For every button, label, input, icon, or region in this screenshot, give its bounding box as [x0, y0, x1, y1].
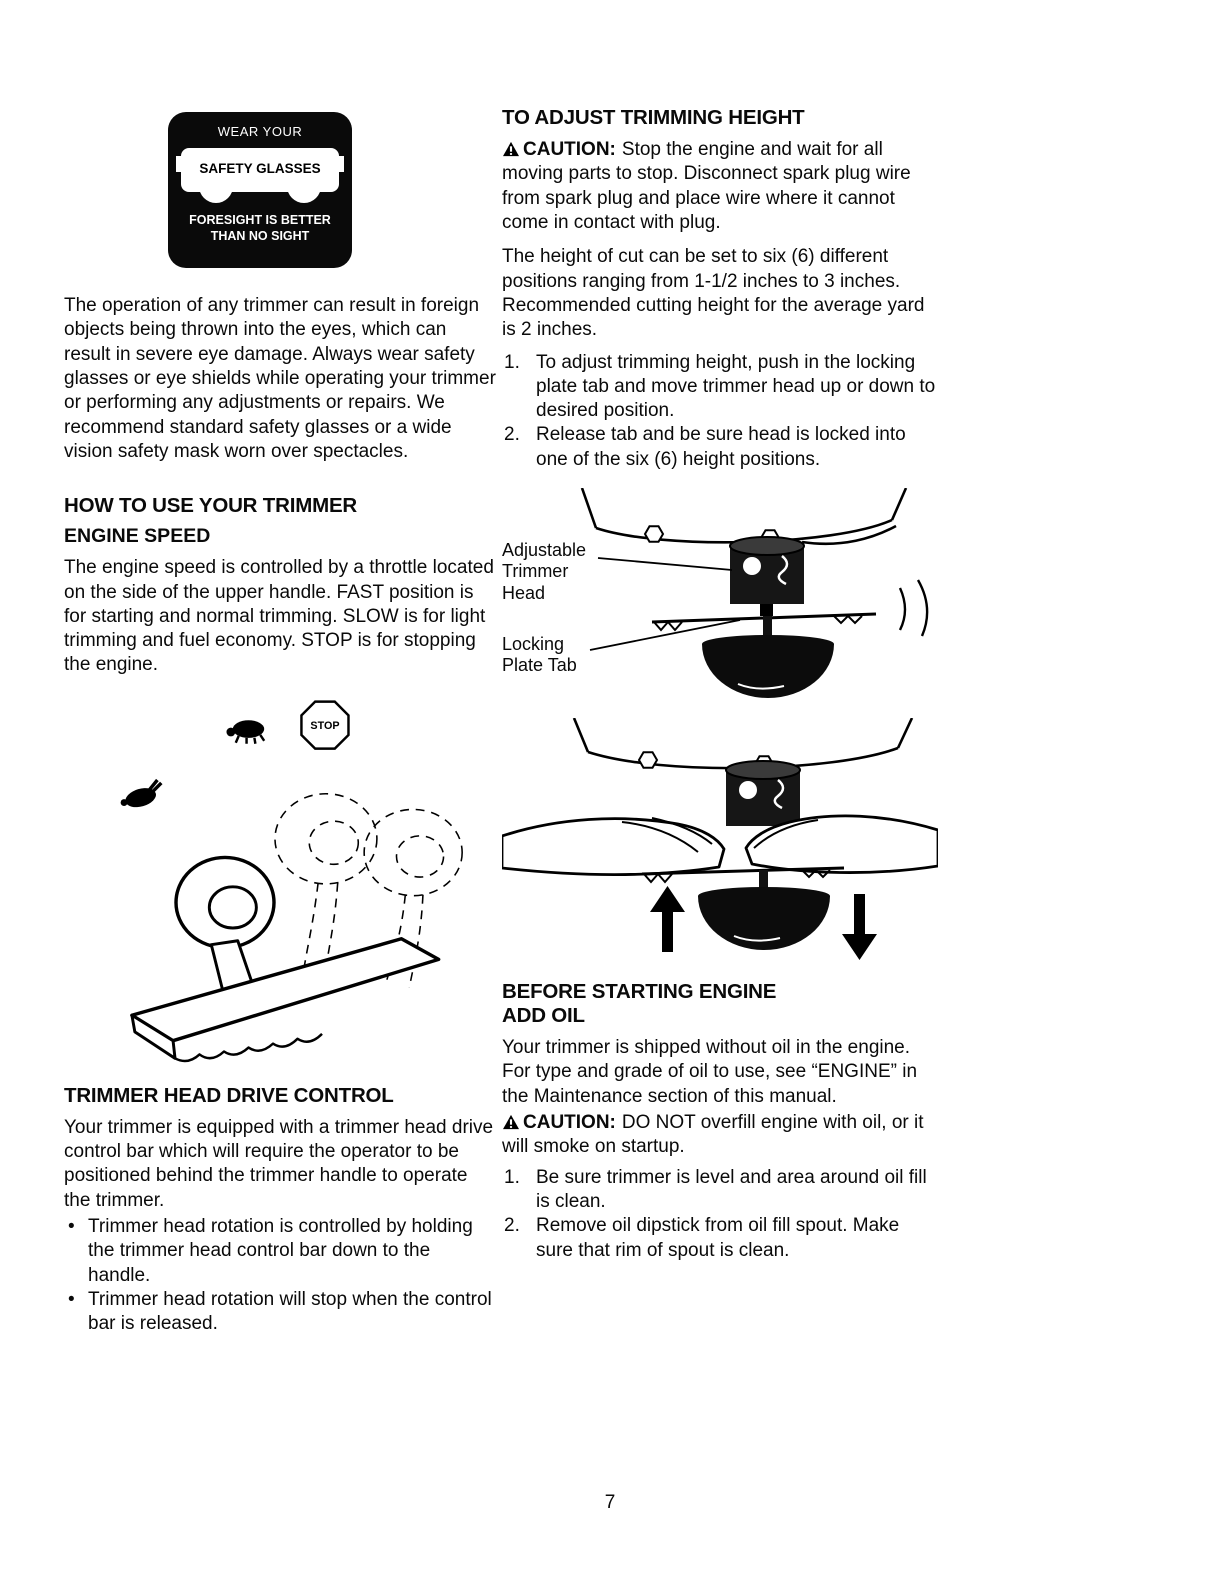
leader-lines	[589, 557, 741, 651]
trimming-height-illustration: Adjustable Trimmer Head Locking Plate Ta…	[502, 488, 938, 700]
bullet-icon: •	[68, 1288, 75, 1310]
locking-plate	[641, 866, 845, 884]
list-item: 2. Remove oil dipstick from oil fill spo…	[504, 1215, 900, 1261]
throttle-knob	[174, 855, 276, 993]
safety-glasses-badge: WEAR YOUR SAFETY GLASSES FORESIGHT IS BE…	[168, 112, 352, 268]
engine-speed-paragraph: The engine speed is controlled by a thro…	[64, 557, 494, 676]
warning-triangle-icon	[503, 141, 519, 157]
drive-control-bullets: • Trimmer head rotation is controlled by…	[64, 1215, 496, 1337]
height-adjust-hands-illustration	[502, 718, 938, 961]
eye-safety-paragraph: The operation of any trimmer can result …	[64, 295, 496, 462]
right-hand	[744, 814, 938, 875]
rabbit-icon	[120, 778, 163, 807]
goggle-lens-left	[199, 181, 233, 203]
housing-outline	[580, 488, 908, 546]
warning-triangle-icon	[503, 1114, 519, 1130]
caution-label: CAUTION:	[523, 1112, 616, 1133]
oil-steps-list: 1. Be sure trimmer is level and area aro…	[502, 1166, 938, 1263]
stop-sign-icon: STOP	[300, 700, 350, 750]
spindle	[759, 870, 768, 895]
trimmer-head-ball	[698, 887, 830, 951]
label-adjustable-trimmer-head: Adjustable Trimmer Head	[502, 540, 587, 603]
right-column: TO ADJUST TRIMMING HEIGHT CAUTION:Stop t…	[502, 0, 938, 1263]
adjust-height-heading: TO ADJUST TRIMMING HEIGHT	[502, 106, 805, 129]
goggle-strap-right	[337, 156, 344, 172]
stop-sign-label: STOP	[310, 720, 339, 732]
list-item: 1. Be sure trimmer is level and area aro…	[504, 1166, 927, 1212]
safety-goggles-icon: SAFETY GLASSES	[176, 148, 344, 203]
list-item: 1. To adjust trimming height, push in th…	[504, 351, 936, 422]
before-starting-heading: BEFORE STARTING ENGINE	[502, 980, 777, 1004]
trimmer-handle	[130, 936, 441, 1062]
badge-slogan: FORESIGHT IS BETTER THAN NO SIGHT	[189, 213, 331, 244]
up-arrow-icon	[650, 886, 685, 953]
add-oil-heading: ADD OIL	[502, 1004, 585, 1028]
badge-wear-your-text: WEAR YOUR	[217, 124, 303, 139]
page-number: 7	[604, 1492, 616, 1513]
drive-control-paragraph: Your trimmer is equipped with a trimmer …	[64, 1116, 494, 1211]
trimmer-head-ball	[702, 635, 834, 699]
bullet-icon: •	[68, 1216, 75, 1237]
goggle-lens-right	[287, 181, 321, 203]
left-hand	[502, 817, 726, 877]
goggle-strap-left	[176, 156, 183, 172]
caution-label: CAUTION:	[523, 139, 616, 160]
caution-note-stop-engine: CAUTION:Stop the engine and wait for all…	[502, 139, 911, 233]
down-arrow-icon	[842, 894, 877, 961]
adjust-steps-list: 1. To adjust trimming height, push in th…	[502, 351, 938, 473]
badge-safety-glasses-text: SAFETY GLASSES	[199, 161, 321, 176]
list-item: 2. Release tab and be sure head is locke…	[504, 424, 906, 470]
list-item: • Trimmer head rotation will stop when t…	[64, 1288, 496, 1337]
throttle-speed-illustration: STOP	[120, 700, 463, 1062]
add-oil-paragraph: Your trimmer is shipped without oil in t…	[502, 1037, 918, 1107]
drive-control-heading: TRIMMER HEAD DRIVE CONTROL	[64, 1083, 394, 1107]
spindle	[763, 616, 772, 643]
trimmer-head-spool	[725, 760, 801, 827]
left-column: WEAR YOUR SAFETY GLASSES FORESIGHT IS BE…	[64, 0, 496, 1337]
engine-speed-heading: ENGINE SPEED	[64, 525, 211, 548]
how-to-use-heading: HOW TO USE YOUR TRIMMER	[64, 494, 358, 518]
trimmer-head-spool	[729, 536, 805, 605]
spool-shaft	[760, 604, 773, 617]
caution-note-overfill: CAUTION:DO NOT overfill engine with oil,…	[502, 1112, 924, 1158]
cut-height-paragraph: The height of cut can be set to six (6) …	[502, 246, 925, 341]
turtle-icon	[226, 719, 266, 744]
housing-outline	[572, 718, 914, 770]
list-item: • Trimmer head rotation is controlled by…	[64, 1215, 496, 1288]
label-locking-plate-tab: Locking Plate Tab	[502, 634, 577, 676]
hand-outline	[898, 579, 929, 637]
